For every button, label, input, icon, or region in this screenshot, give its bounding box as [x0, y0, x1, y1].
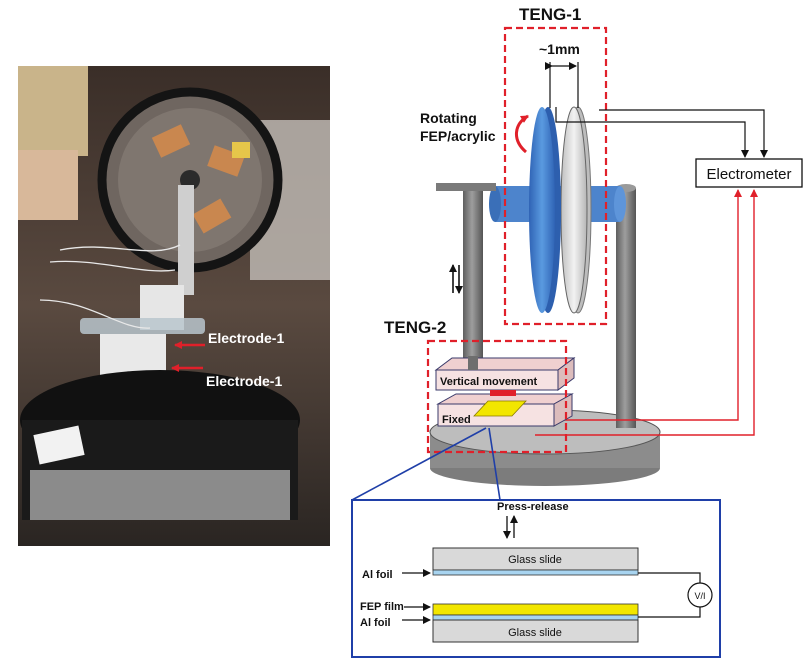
inset-detail: Press-release Glass slide Glass slide Al… [351, 499, 721, 658]
gap-label: ~1mm [539, 41, 580, 57]
fixed-block-side [553, 393, 573, 427]
axle-right-end [614, 186, 626, 222]
fixed-label: Fixed [442, 414, 471, 426]
moving-block-top [434, 357, 576, 371]
top-glass-label: Glass slide [508, 554, 562, 566]
teng2-assembly: Fixed Vertical movement [434, 356, 576, 427]
zoom-line-left [351, 427, 487, 501]
left-rod [463, 188, 483, 366]
schematic: ~1mm TENG-1 Rotating FEP/acrylic Electro… [351, 5, 803, 501]
bottom-glass-slide [432, 619, 639, 643]
rotation-arrow [515, 114, 529, 154]
teng2-title: TENG-2 [384, 318, 446, 337]
top-al-foil [432, 569, 639, 576]
teng1-title: TENG-1 [519, 5, 581, 24]
al-foil-bottom-label: Al foil [360, 617, 391, 629]
rod-connector [468, 356, 478, 370]
photo-electrode-label-2: Electrode-1 [206, 373, 282, 389]
left-arm [436, 183, 496, 191]
photo-stand-post [178, 185, 194, 295]
fep-film-layer [432, 603, 639, 616]
al-foil-top-label: Al foil [362, 569, 393, 581]
setup-photo: Electrode-1 Electrode-1 [18, 66, 330, 546]
photo-electrode-label-1: Electrode-1 [208, 330, 284, 346]
vi-meter [687, 582, 713, 608]
meter-wire-top [638, 572, 701, 583]
top-electrode-pad [490, 390, 516, 396]
teng1-wire-1 [555, 107, 749, 158]
photo-tape [232, 142, 250, 158]
bottom-glass-label: Glass slide [508, 627, 562, 639]
teng1-box [503, 26, 608, 326]
rotating-label-line2: FEP/acrylic [420, 128, 496, 144]
photo-hand [18, 150, 78, 220]
electrometer-label: Electrometer [706, 166, 791, 183]
electrode-disk [560, 106, 588, 314]
rotating-label-line1: Rotating [420, 110, 477, 126]
photo-fep-segment-3 [192, 198, 232, 234]
bottom-al-foil [432, 614, 639, 621]
photo-box-object [18, 66, 88, 156]
press-release-label: Press-release [497, 501, 569, 513]
photo-glass-slide [80, 318, 205, 334]
electrometer-box [695, 158, 803, 188]
photo-base-lower [30, 470, 290, 520]
photo-label-sticker [33, 425, 85, 465]
fep-acrylic-disk [529, 107, 555, 313]
zoom-line-right [488, 427, 501, 501]
teng2-wire-2 [535, 189, 758, 436]
axle-end [489, 186, 501, 222]
photo-wires [39, 244, 181, 329]
vi-meter-label: V/I [694, 591, 705, 601]
right-pillar [616, 188, 636, 428]
teng2-wire-1 [498, 189, 742, 421]
fep-film-label: FEP film [360, 601, 404, 613]
teng2-box [426, 339, 568, 454]
teng1-wire-2 [599, 109, 768, 158]
meter-wire-bottom [638, 607, 701, 618]
fep-film-square [473, 400, 527, 417]
vertical-movement-label: Vertical movement [440, 376, 538, 388]
photo-fep-segment-1 [151, 124, 191, 158]
